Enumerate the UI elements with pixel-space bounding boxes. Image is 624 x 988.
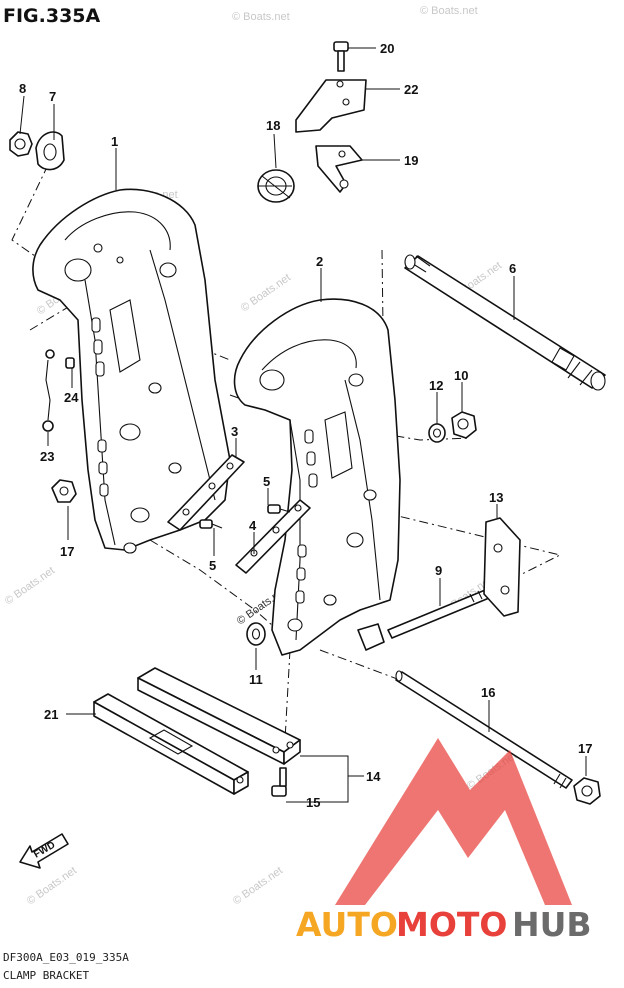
spacer-plate-4	[235, 499, 311, 574]
callout-4: 4	[249, 518, 257, 533]
callout-17-left: 17	[60, 544, 74, 559]
figure-title: FIG.335A	[3, 5, 101, 27]
callout-21: 21	[44, 707, 58, 722]
clamp-bracket-left	[32, 188, 231, 554]
watermark: © Boats.net	[25, 865, 79, 908]
callout-3: 3	[231, 424, 238, 439]
watermark: © Boats.net	[239, 272, 293, 315]
callout-9: 9	[435, 563, 442, 578]
logo-word-moto: MOTO	[396, 905, 507, 944]
bolt-15	[271, 767, 287, 797]
callout-5-lower: 5	[209, 558, 216, 573]
callout-23: 23	[40, 449, 54, 464]
watermark: © Boats.net	[3, 565, 57, 608]
screw-24	[65, 357, 75, 369]
watermark: © Boats.net	[232, 11, 290, 23]
callout-18: 18	[266, 118, 280, 133]
callout-5-upper: 5	[263, 474, 270, 489]
callout-13: 13	[489, 490, 503, 505]
plate-7	[35, 131, 65, 171]
diagram-caption: CLAMP BRACKET	[3, 969, 89, 982]
bracket-19	[315, 145, 363, 193]
plate-22	[295, 79, 367, 133]
callout-17-right: 17	[578, 741, 592, 756]
callout-labels: 1 2 3 4 5 5 6 7 8 9 10 11 12 13 14 15 16…	[19, 41, 592, 810]
callout-11: 11	[249, 672, 263, 687]
nut-8	[9, 131, 33, 157]
ground-wire-23	[42, 349, 55, 432]
callout-20: 20	[380, 41, 394, 56]
logo-word-auto: AUTO	[296, 905, 398, 944]
pad-21	[93, 693, 249, 795]
grommet-18	[257, 169, 295, 203]
callout-6: 6	[509, 261, 516, 276]
callout-1: 1	[111, 134, 118, 149]
nut-10	[451, 411, 477, 439]
watermark: © Boats.net	[231, 865, 285, 908]
support-plate-14	[137, 667, 301, 765]
callout-8: 8	[19, 81, 26, 96]
diagram-code: DF300A_E03_019_335A	[3, 951, 129, 964]
callout-2: 2	[316, 254, 323, 269]
screw-5-lower	[199, 519, 223, 529]
logo-word-hub: HUB	[512, 905, 592, 944]
plate-13	[483, 517, 521, 617]
watermark: © Boats.net	[420, 5, 478, 17]
washer-12	[428, 423, 446, 443]
callout-22: 22	[404, 82, 418, 97]
leader-lines	[19, 47, 587, 803]
spacer-plate-3	[167, 454, 245, 531]
tilt-shaft-6	[404, 254, 606, 391]
callout-7: 7	[49, 89, 56, 104]
callout-24: 24	[64, 390, 79, 405]
clamp-bracket-right	[233, 298, 401, 656]
fwd-direction-arrow: FWD	[19, 833, 69, 869]
callout-19: 19	[404, 153, 418, 168]
washer-11	[246, 622, 266, 646]
callout-12: 12	[429, 378, 443, 393]
callout-10: 10	[454, 368, 468, 383]
nut-17-right	[573, 777, 601, 805]
screw-5-upper	[267, 504, 291, 514]
bolt-20	[333, 41, 349, 72]
logo-triangle-mark	[335, 738, 572, 905]
callout-15: 15	[306, 795, 320, 810]
nut-17-left	[51, 479, 77, 503]
callout-16: 16	[481, 685, 495, 700]
automotohub-logo: AUTO MOTO HUB	[296, 738, 592, 944]
callout-14: 14	[366, 769, 381, 784]
